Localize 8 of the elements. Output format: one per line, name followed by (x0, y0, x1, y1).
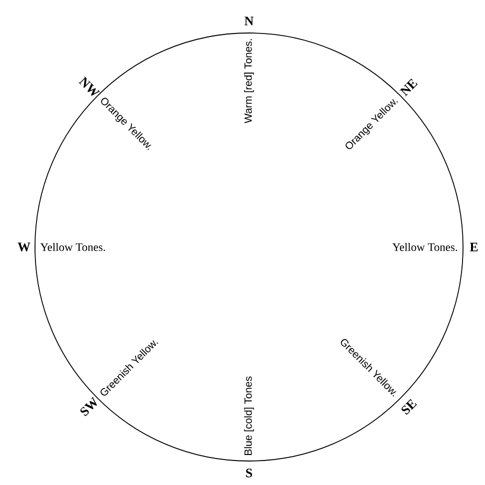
tone-label: Warm [red] Tones. (244, 39, 254, 124)
compass-point-label: NW (78, 76, 100, 96)
tone-label: Blue [cold] Tones (244, 376, 254, 455)
tone-label: Yellow Tones. (40, 242, 105, 252)
compass-point-label: NE (400, 78, 418, 96)
tone-label: Yellow Tones. (392, 242, 458, 252)
compass-point-label: SW (80, 396, 97, 416)
compass-point-label: SE (402, 399, 417, 415)
